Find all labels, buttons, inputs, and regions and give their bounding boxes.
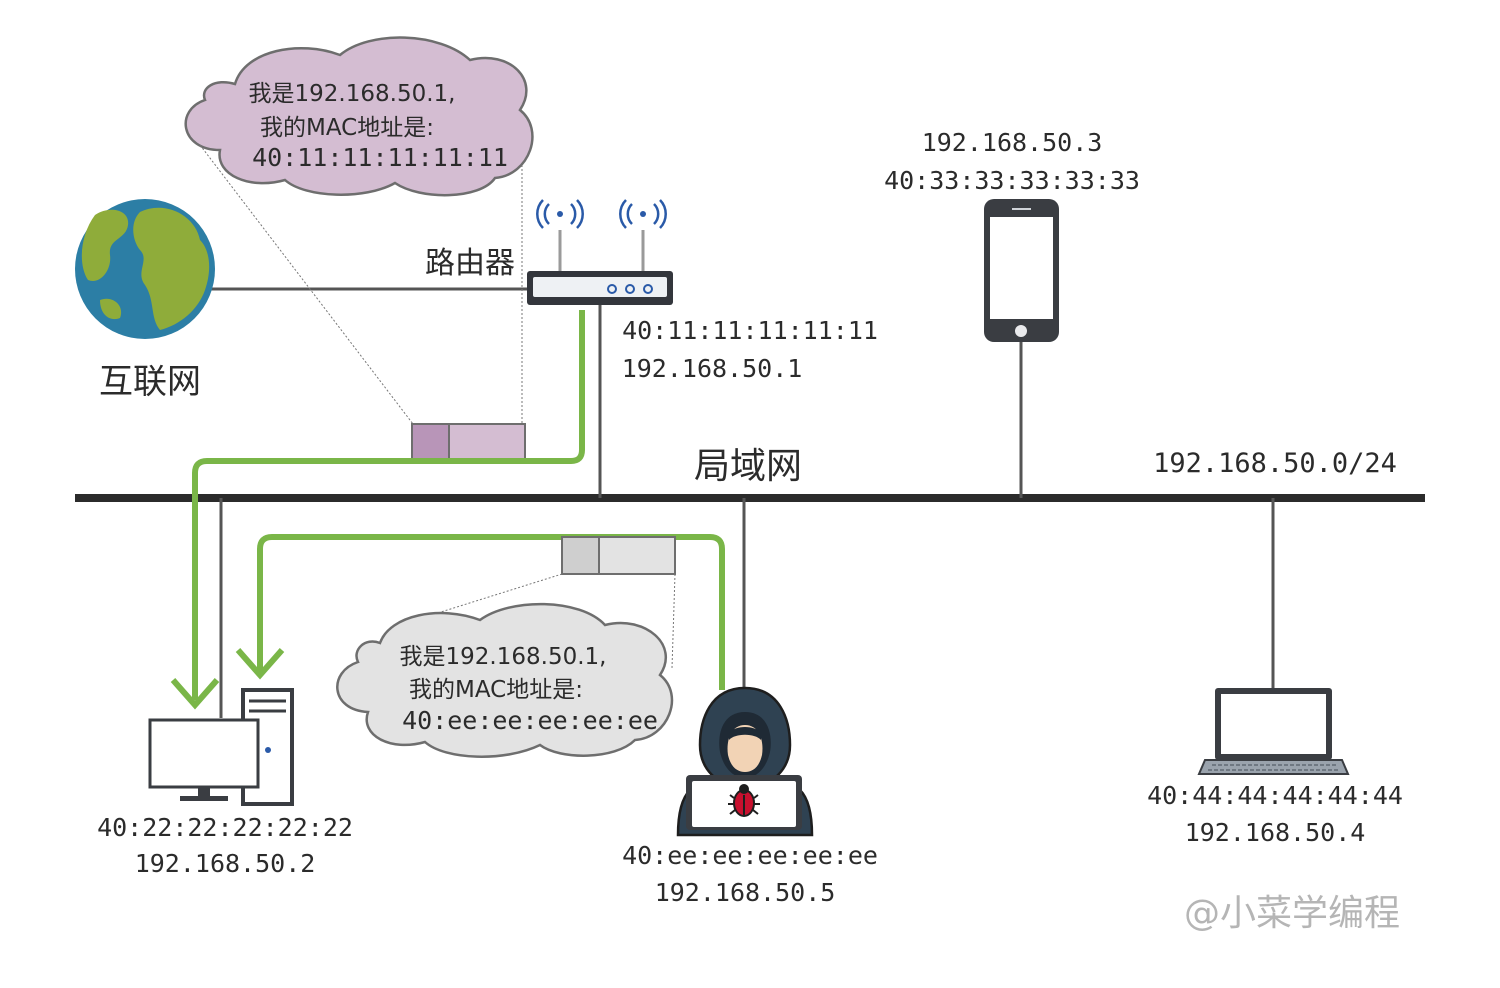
- lan-label: 局域网: [694, 446, 802, 487]
- phone-mac: 40:33:33:33:33:33: [884, 166, 1140, 195]
- laptop-ip: 192.168.50.4: [1185, 818, 1366, 847]
- bug-icon: [728, 784, 760, 817]
- attacker-arrowhead: [235, 648, 285, 680]
- router-mac: 40:11:11:11:11:11: [622, 316, 878, 345]
- attacker-cloud-line1: 我是192.168.50.1,: [400, 644, 607, 670]
- router-icon: [527, 199, 673, 305]
- router-to-desktop-arrow: [192, 310, 585, 700]
- attacker-cloud-pointer-right: [671, 573, 676, 669]
- attacker-to-desktop-arrow: [257, 534, 725, 690]
- globe-icon: [75, 199, 215, 339]
- watermark: @小菜学编程: [1184, 893, 1400, 934]
- phone-ip: 192.168.50.3: [922, 128, 1103, 157]
- router-cloud-line2: 我的MAC地址是:: [260, 115, 434, 141]
- router-label: 路由器: [425, 246, 515, 281]
- subnet-label: 192.168.50.0/24: [1153, 448, 1397, 479]
- desktop-ip: 192.168.50.2: [135, 849, 316, 878]
- desktop-mac: 40:22:22:22:22:22: [97, 813, 353, 842]
- attacker-speech-cloud: [336, 602, 674, 758]
- router-cloud-line3: 40:11:11:11:11:11: [252, 143, 508, 172]
- router-speech-cloud: [184, 36, 534, 197]
- attacker-arp-packet: [561, 536, 676, 575]
- hacker-icon: [676, 686, 814, 837]
- phone-icon: [984, 199, 1059, 342]
- attacker-cloud-line2: 我的MAC地址是:: [409, 677, 583, 703]
- laptop-mac: 40:44:44:44:44:44: [1147, 781, 1403, 810]
- attacker-mac: 40:ee:ee:ee:ee:ee: [622, 841, 878, 870]
- router-arrowhead: [170, 678, 220, 710]
- router-ip: 192.168.50.1: [622, 354, 803, 383]
- attacker-ip: 192.168.50.5: [655, 878, 836, 907]
- internet-label: 互联网: [99, 362, 201, 402]
- router-cloud-pointer-left: [199, 144, 414, 425]
- attacker-cloud-line3: 40:ee:ee:ee:ee:ee: [402, 706, 658, 735]
- desktop-icon: [148, 688, 294, 806]
- router-cloud-line1: 我是192.168.50.1,: [249, 81, 456, 107]
- router-arp-packet: [411, 423, 526, 462]
- laptop-icon: [1197, 688, 1350, 775]
